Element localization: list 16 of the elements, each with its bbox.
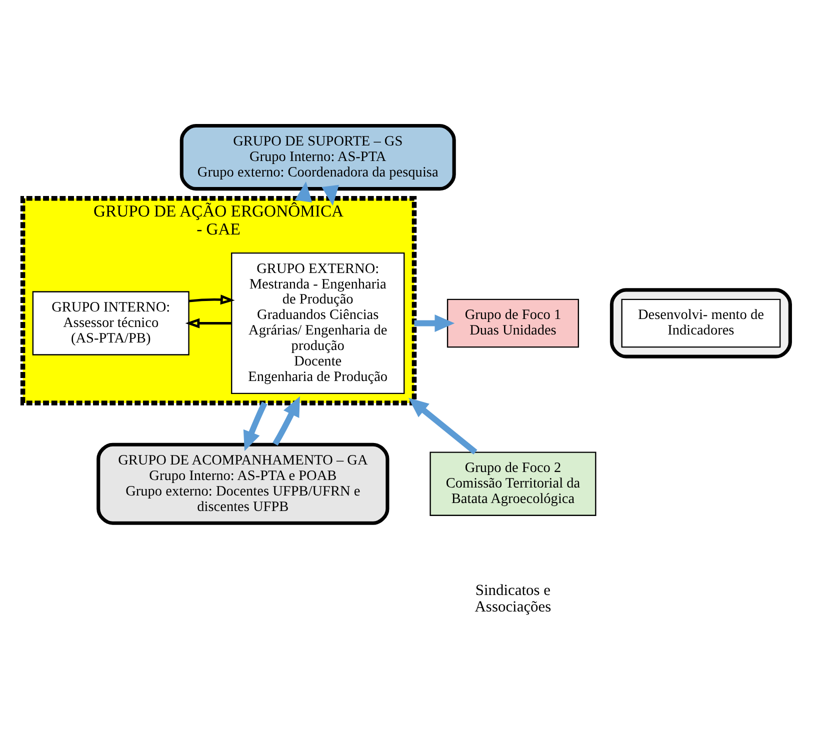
- arrow: [322, 184, 339, 206]
- arrow: [272, 396, 300, 446]
- arrow: [188, 294, 235, 304]
- arrow: [185, 318, 232, 328]
- node-box: GRUPO EXTERNO: Mestranda - Engenharia de Produção Graduandos Ciências Agrárias/ Engenharia de produção Docente Engenharia de Produção: [231, 252, 405, 394]
- cluster: [610, 288, 792, 358]
- label: Sindicatos e Associações: [474, 581, 552, 616]
- arrow: [408, 397, 478, 454]
- node-box: Desenvolvi- mento de Indicadores: [621, 298, 781, 348]
- node-box: Grupo de Foco 1 Duas Unidades: [446, 298, 579, 348]
- node-box: GRUPO DE ACOMPANHAMENTO – GA Grupo Interno: AS-PTA e POAB Grupo externo: Docentes UFPB/UFRN e discentes UFPB: [96, 442, 390, 524]
- node-box: Grupo de Foco 2 Comissão Territorial da Batata Agroecológica: [430, 451, 596, 516]
- arrow: [414, 314, 455, 332]
- arrow: [243, 401, 268, 451]
- arrow: [294, 181, 312, 202]
- node-box: GRUPO INTERNO: Assessor técnico (AS-PTA/PB): [32, 290, 190, 355]
